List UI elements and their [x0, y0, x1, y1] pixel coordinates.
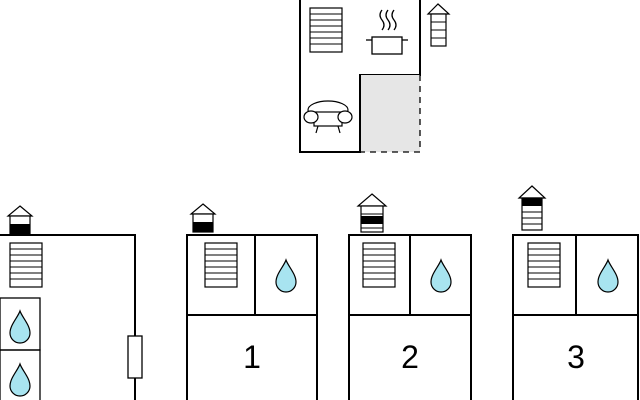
water-drop-icon	[597, 259, 619, 293]
water-drop-icon	[430, 259, 452, 293]
door-icon	[127, 335, 143, 379]
floor-level-icon	[517, 185, 547, 231]
stairs-icon	[309, 7, 343, 53]
stairs-icon	[9, 242, 43, 288]
bedroom-2: 2	[348, 193, 472, 400]
room-number: 1	[243, 339, 261, 375]
water-drop-icon	[9, 310, 31, 344]
terrace-area	[360, 75, 420, 152]
room-number: 3	[567, 339, 585, 375]
water-drop-icon	[9, 363, 31, 397]
sofa-icon	[303, 100, 353, 134]
bedroom-3: 3	[512, 185, 639, 400]
upper-floor	[299, 0, 451, 153]
floor-level-icon	[426, 3, 451, 47]
stairs-icon	[204, 242, 238, 288]
water-drop-icon	[275, 259, 297, 293]
floor-level-icon	[189, 203, 217, 233]
floor-level-icon	[356, 193, 388, 233]
ground-unit	[0, 205, 143, 400]
cooking-pot-icon	[366, 9, 408, 55]
bedroom-1: 1	[186, 203, 318, 400]
stairs-icon	[527, 242, 561, 288]
stairs-icon	[362, 242, 396, 288]
floor-level-icon	[6, 205, 34, 235]
room-number: 2	[401, 339, 419, 375]
